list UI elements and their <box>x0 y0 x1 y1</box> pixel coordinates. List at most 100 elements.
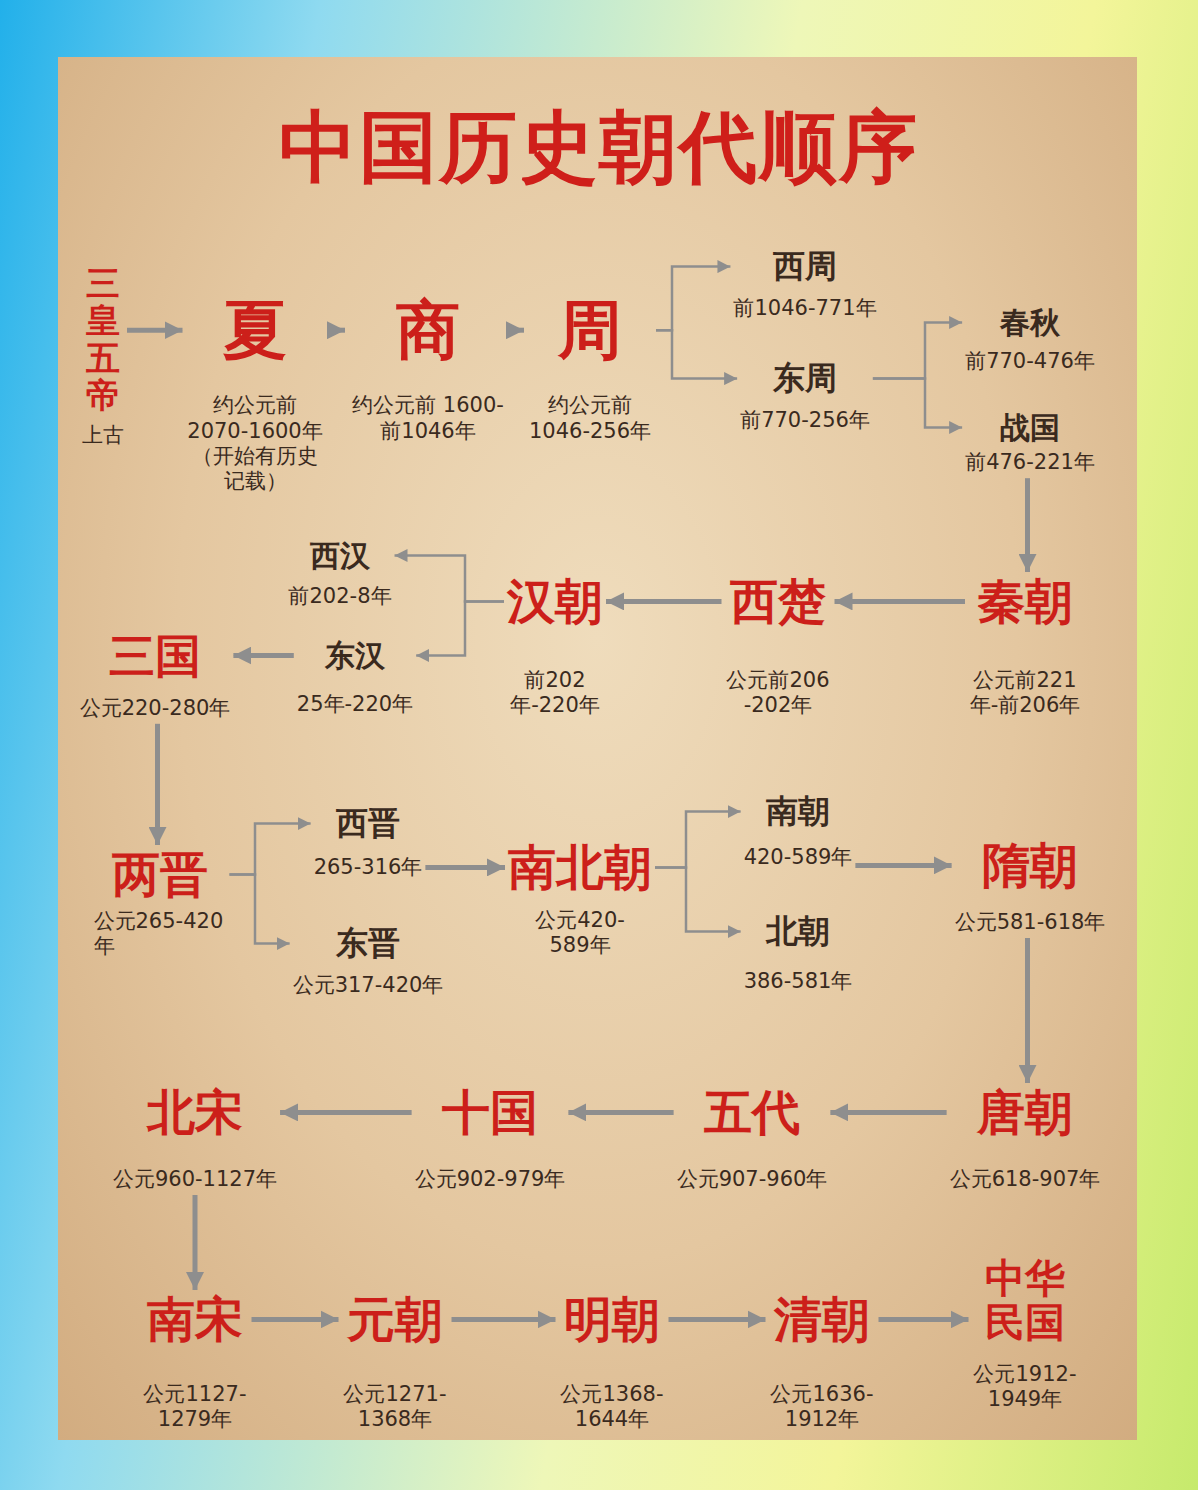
dynasty-name: 西汉 <box>310 539 370 572</box>
dynasty-node: 汉朝前202 年-220年 <box>504 572 606 721</box>
dynasty-name: 三国 <box>109 631 201 682</box>
dynasty-name: 隋朝 <box>982 839 1078 892</box>
dynasty-date: 公元1912- 1949年 <box>972 1362 1079 1412</box>
parchment-panel <box>58 57 1137 1440</box>
flow-arrow <box>452 1317 556 1322</box>
flow-arrow <box>1025 478 1030 572</box>
flow-arrow <box>606 599 722 604</box>
flow-arrow <box>873 379 962 428</box>
dynasty-date: 25年-220年 <box>297 692 413 717</box>
dynasty-name: 西楚 <box>730 575 826 628</box>
dynasty-name: 战国 <box>1000 411 1060 444</box>
dynasty-name: 西周 <box>773 249 837 284</box>
dynasty-name: 北朝 <box>766 914 830 949</box>
dynasty-node: 三皇五帝上古 <box>79 262 127 451</box>
dynasty-node: 春秋前770-476年 <box>962 303 1098 377</box>
dynasty-node: 东周前770-256年 <box>737 358 873 436</box>
dynasty-node: 元朝公元1271- 1368年 <box>339 1290 452 1435</box>
dynasty-name: 两晋 <box>112 848 208 901</box>
flow-arrow <box>127 328 183 333</box>
dynasty-name: 南北朝 <box>508 841 652 894</box>
dynasty-date: 公元1368- 1644年 <box>559 1382 666 1432</box>
dynasty-date: 公元前206 -202年 <box>725 668 832 718</box>
dynasty-node: 北朝 386-581年 <box>741 911 856 997</box>
flow-arrow <box>879 1317 969 1322</box>
dynasty-name: 商 <box>396 295 460 365</box>
dynasty-name: 中华 民国 <box>984 1256 1067 1344</box>
flow-arrow <box>425 865 505 870</box>
flow-arrow <box>511 328 524 333</box>
dynasty-name: 五代 <box>704 1086 800 1139</box>
dynasty-date: 前476-221年 <box>965 450 1095 475</box>
dynasty-name: 秦朝 <box>977 575 1073 628</box>
dynasty-date: 公元960-1127年 <box>113 1167 277 1192</box>
dynasty-name: 夏 <box>223 295 287 365</box>
dynasty-date: 前1046-771年 <box>733 296 876 321</box>
dynasty-node: 东汉25年-220年 <box>294 636 416 720</box>
dynasty-date: 前770-256年 <box>740 408 870 433</box>
flow-arrow <box>155 724 160 845</box>
dynasty-node: 西汉前202-8年 <box>285 536 394 612</box>
dynasty-date: 386-581年 <box>744 969 853 994</box>
dynasty-date: 约公元前 1600-前1046年 <box>348 393 508 443</box>
dynasty-name: 十国 <box>442 1086 538 1139</box>
dynasty-date: 前202-8年 <box>288 584 391 609</box>
flow-arrow <box>830 1110 946 1115</box>
flow-arrow <box>252 1317 339 1322</box>
dynasty-node: 西晋 265-316年 <box>311 803 426 883</box>
dynasty-date: 公元前221 年-前206年 <box>968 668 1082 718</box>
dynasty-name: 三皇五帝 <box>86 265 120 415</box>
dynasty-name: 汉朝 <box>507 575 603 628</box>
dynasty-date: 公元1636- 1912年 <box>769 1382 876 1432</box>
dynasty-node: 明朝公元1368- 1644年 <box>556 1290 669 1435</box>
flow-arrow <box>855 863 951 868</box>
dynasty-date: 前202 年-220年 <box>509 668 602 718</box>
dynasty-node: 秦朝公元前221 年-前206年 <box>965 572 1085 721</box>
dynasty-date: 公元902-979年 <box>415 1167 566 1192</box>
dynasty-name: 明朝 <box>564 1293 660 1346</box>
flow-arrow <box>873 323 962 379</box>
dynasty-date: 约公元前 2070-1600年 <box>186 393 325 443</box>
dynasty-node: 两晋公元265-420 年 <box>91 845 230 962</box>
dynasty-date: 公元1127- 1279年 <box>142 1382 249 1432</box>
dynasty-node: 周约公元前 1046-256年 <box>524 292 656 447</box>
dynasty-node: 西楚公元前206 -202年 <box>722 572 835 721</box>
flow-arrow <box>416 601 504 655</box>
flow-arrow <box>230 874 290 943</box>
dynasty-date: 公元907-960年 <box>677 1167 828 1192</box>
dynasty-node: 隋朝公元581-618年 <box>952 836 1109 938</box>
dynasty-node: 中华 民国公元1912- 1949年 <box>969 1253 1082 1415</box>
flow-arrow <box>192 1195 197 1290</box>
dynasty-node: 西周前1046-771年 <box>730 246 879 324</box>
dynasty-name: 周 <box>558 295 622 365</box>
dynasty-node: 东晋公元317-420年 <box>290 923 447 1001</box>
dynasty-node: 北宋公元960-1127年 <box>110 1083 280 1195</box>
dynasty-name: 东晋 <box>336 926 400 961</box>
dynasty-node: 十国公元902-979年 <box>412 1083 569 1195</box>
dynasty-node: 战国前476-221年 <box>962 408 1098 478</box>
dynasty-date: 公元618-907年 <box>950 1167 1101 1192</box>
dynasty-node: 南朝420-589年 <box>741 791 856 873</box>
dynasty-node: 清朝公元1636- 1912年 <box>766 1290 879 1435</box>
dynasty-name: 西晋 <box>336 806 400 841</box>
dynasty-name: 元朝 <box>347 1293 443 1346</box>
dynasty-date: 前770-476年 <box>965 349 1095 374</box>
flow-arrow <box>395 556 504 602</box>
flow-arrow <box>328 328 346 333</box>
dynasty-name: 北宋 <box>147 1086 243 1139</box>
dynasty-node: 三国公元220-280年 <box>77 628 234 724</box>
dynasty-node: 唐朝公元618-907年 <box>947 1083 1104 1195</box>
flow-arrow <box>568 1110 673 1115</box>
dynasty-date: 公元220-280年 <box>80 696 231 721</box>
flow-arrow <box>655 812 741 868</box>
flow-arrow <box>233 653 293 658</box>
flow-arrow <box>656 267 730 331</box>
dynasty-date: 265-316年 <box>314 855 423 880</box>
dynasty-date: 公元1271- 1368年 <box>342 1382 449 1432</box>
page-title: 中国历史朝代顺序 <box>0 104 1198 190</box>
flow-arrow <box>669 1317 766 1322</box>
dynasty-date: 公元265-420 年 <box>94 909 227 959</box>
flow-arrow <box>656 330 737 378</box>
dynasty-node: 夏约公元前 2070-1600年（开始有历史 记载） <box>183 292 328 497</box>
dynasty-date: 420-589年 <box>744 845 853 870</box>
